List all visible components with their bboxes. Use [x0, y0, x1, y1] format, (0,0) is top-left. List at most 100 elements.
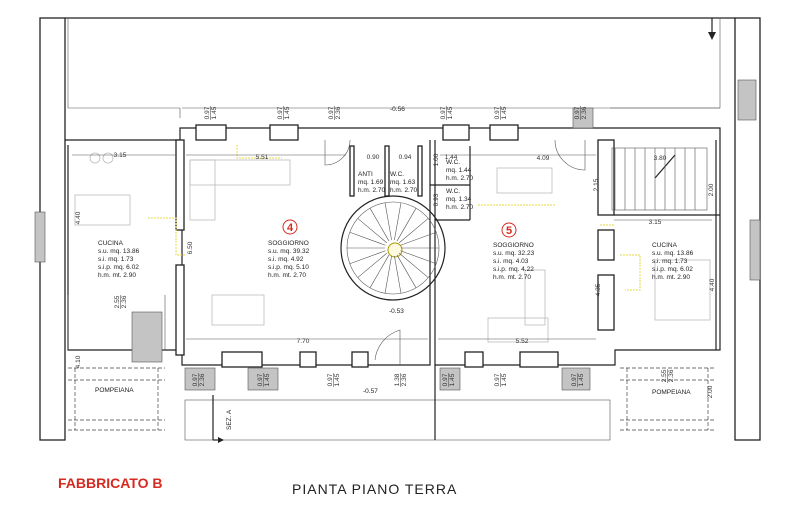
- dimension-label: 4.40: [709, 278, 716, 291]
- room-area: s.u. mq. 32.23: [493, 250, 535, 257]
- window-size: 0.97: [571, 373, 578, 386]
- unit-number: 4: [287, 222, 294, 234]
- room-height: h.m. mt. 2.70: [493, 274, 531, 281]
- door: [374, 329, 401, 365]
- dimension-label: 5.51: [256, 154, 269, 161]
- dimension-label: 4.10: [75, 355, 82, 368]
- window-size: 1.38: [394, 373, 401, 386]
- room-area: s.u. mq. 13.86: [98, 248, 140, 255]
- window-size: 1.45: [284, 106, 291, 119]
- room-soggiorno-5: SOGGIORNO s.u. mq. 32.23 s.i. mq. 4.03 s…: [493, 242, 535, 281]
- hatched-area: [749, 219, 761, 281]
- room-name: ANTI: [358, 171, 373, 178]
- room-name: CUCINA: [652, 242, 678, 249]
- dimension-label: 4.09: [537, 155, 550, 162]
- window-size: 2.36: [668, 369, 675, 382]
- room-name: SOGGIORNO: [493, 242, 534, 249]
- window-size: 0.97: [574, 106, 581, 119]
- staircase: [611, 147, 708, 211]
- stair-step: [357, 218, 388, 244]
- unit-number-badge: [501, 222, 517, 238]
- dimension-label: 0.93: [433, 193, 440, 206]
- dimension-label: 5.52: [516, 338, 529, 345]
- level-bottom: -0.57: [363, 388, 378, 395]
- room-area: s.i. mq. 1.73: [652, 258, 688, 265]
- window-size: 1.45: [501, 106, 508, 119]
- room-area: s.i.p. mq. 5.10: [268, 264, 309, 271]
- window-size: 2.55: [661, 369, 668, 382]
- room-height: h.m. 2.70: [390, 187, 417, 194]
- door: [324, 139, 351, 166]
- building-label: FABBRICATO B: [58, 475, 162, 491]
- room-area: s.i.p. mq. 4.22: [493, 266, 534, 273]
- furniture: [74, 145, 711, 343]
- hatched-area: [737, 79, 757, 121]
- window-size: 2.36: [199, 373, 206, 386]
- window-size: 0.97: [204, 106, 211, 119]
- window-size: 0.97: [327, 373, 334, 386]
- dimension-label: 4.35: [595, 283, 602, 296]
- room-height: h.m. mt. 2.90: [98, 272, 136, 279]
- stair-step: [369, 254, 390, 288]
- room-soggiorno-4: SOGGIORNO s.u. mq. 39.32 s.i. mq. 4.92 s…: [268, 240, 310, 279]
- room-area: mq. 1.34: [446, 196, 472, 203]
- stair-step: [396, 208, 417, 242]
- room-area: s.i.p. mq. 6.02: [98, 264, 139, 271]
- dimension-label: 0.94: [399, 154, 412, 161]
- dimension-label: 3.80: [654, 155, 667, 162]
- room-height: h.m. 2.70: [446, 175, 473, 182]
- window-size: 0.97: [328, 106, 335, 119]
- room-area: s.i.p. mq. 6.02: [652, 266, 693, 273]
- room-name: W.C.: [390, 171, 404, 178]
- window-size: 0.97: [442, 373, 449, 386]
- window-size: 1.45: [449, 373, 456, 386]
- dimension-label: 4.40: [75, 211, 82, 224]
- hatched-planters: [184, 107, 594, 391]
- stair-step: [369, 208, 390, 242]
- stair-step: [384, 255, 392, 294]
- stair-step: [400, 231, 437, 246]
- pompeiana-label: POMPEIANA: [95, 387, 134, 394]
- room-area: s.i. mq. 1.73: [98, 256, 134, 263]
- stair-step: [398, 218, 429, 244]
- dimension-label: 2.00: [708, 183, 715, 196]
- site-boundary: [34, 17, 761, 441]
- dimension-label: 3.15: [114, 152, 127, 159]
- window-size: 0.97: [494, 373, 501, 386]
- room-area: mq. 1.63: [390, 179, 416, 186]
- front-yard: [184, 365, 611, 441]
- room-name: W.C.: [446, 188, 460, 195]
- room-area: mq. 1.44: [446, 167, 472, 174]
- hatched-area: [34, 211, 46, 263]
- dimension-label: 1.00: [433, 153, 440, 166]
- spiral-staircase: [340, 195, 446, 301]
- room-height: h.m. mt. 2.90: [652, 274, 690, 281]
- room-name: CUCINA: [98, 240, 124, 247]
- room-height: h.m. 2.70: [446, 204, 473, 211]
- room-area: mq. 1.69: [358, 179, 384, 186]
- stair-step: [357, 252, 388, 278]
- room-wc1-5: W.C. mq. 1.44 h.m. 2.70: [446, 159, 473, 182]
- section-label: SEZ. A: [226, 409, 233, 430]
- room-area: s.u. mq. 13.86: [652, 250, 694, 257]
- stair-step: [349, 250, 386, 265]
- room-height: h.m. mt. 2.70: [268, 272, 306, 279]
- window-size: 1.45: [578, 373, 585, 386]
- dimension-label: 3.15: [649, 219, 662, 226]
- room-cucina-5: CUCINA s.u. mq. 13.86 s.i. mq. 1.73 s.i.…: [652, 242, 694, 281]
- unit-number: 5: [506, 225, 512, 237]
- window-size: 0.97: [440, 106, 447, 119]
